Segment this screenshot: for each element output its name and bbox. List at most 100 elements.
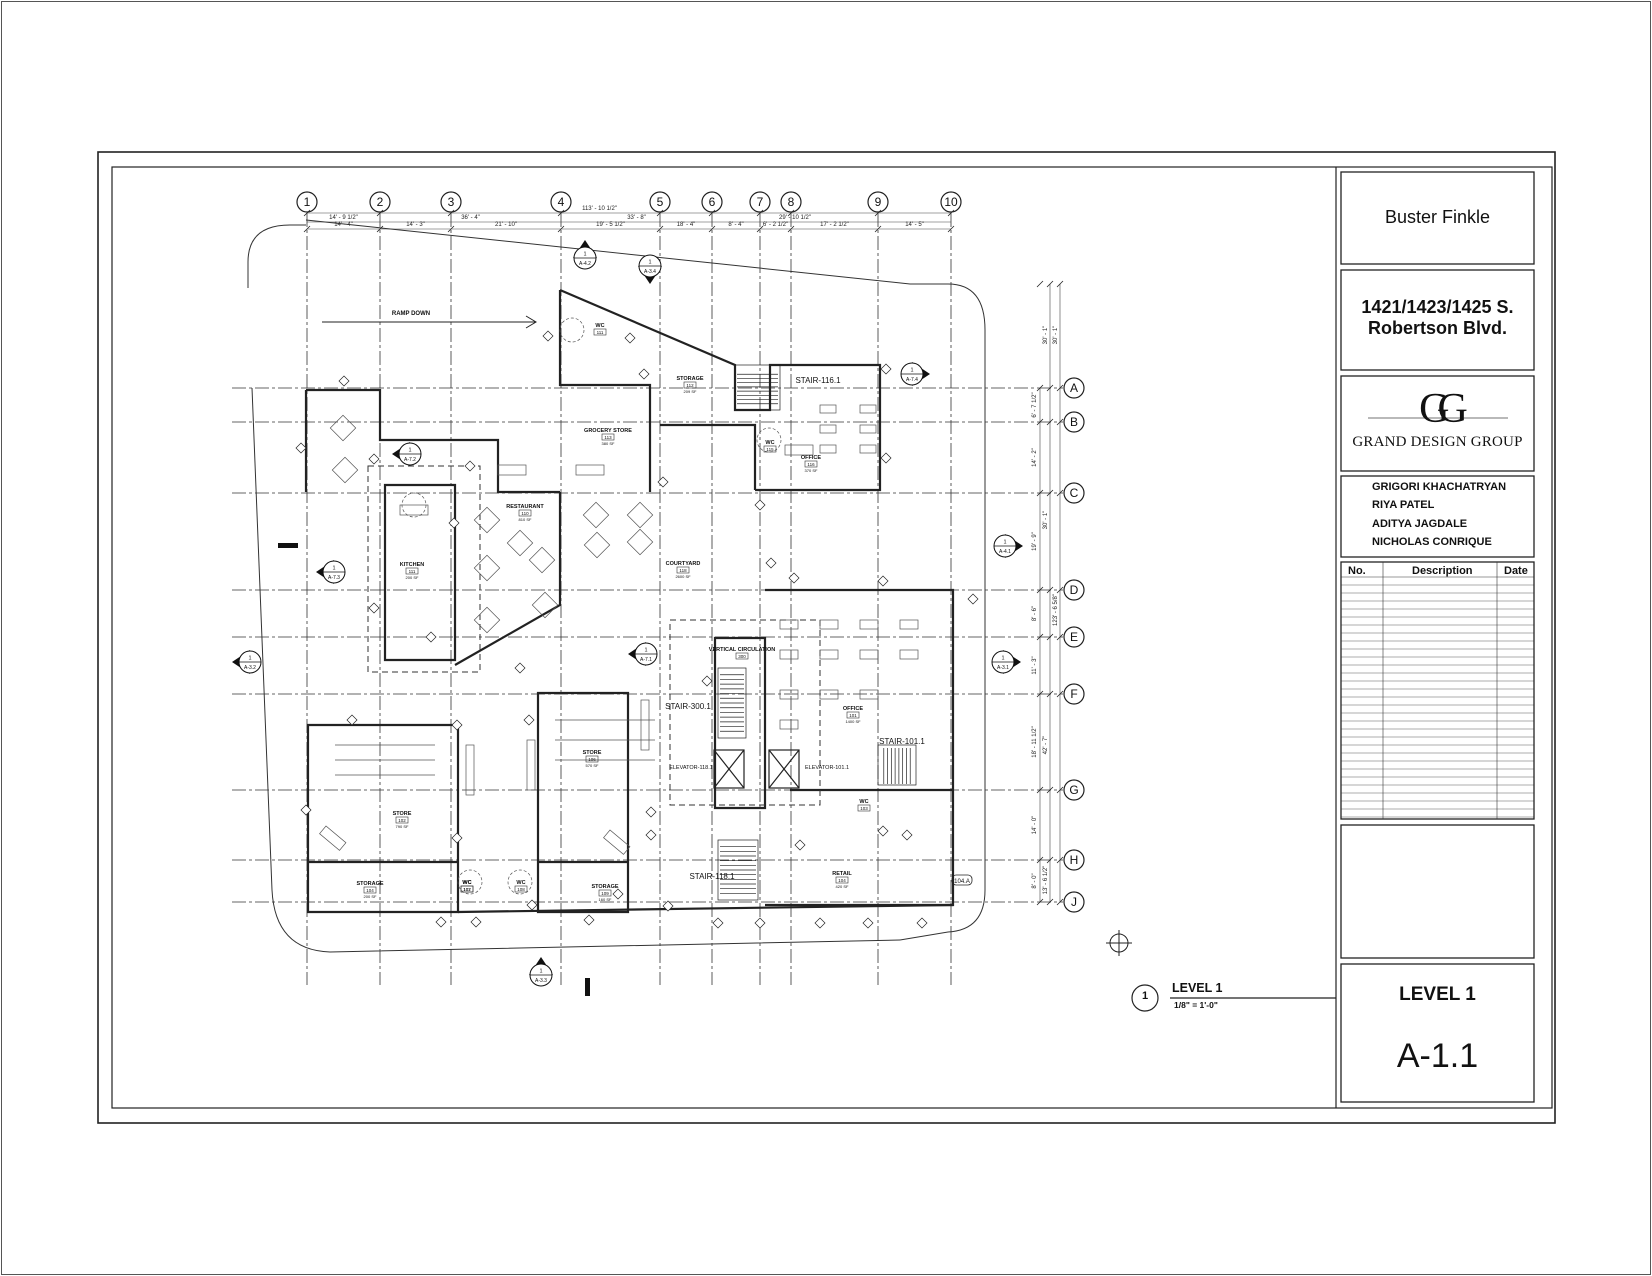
tag-diamond — [338, 375, 350, 387]
dimension-tick — [1046, 856, 1054, 864]
table — [473, 506, 501, 534]
dimension-tick — [1056, 786, 1064, 794]
room-name: STORAGE — [591, 884, 618, 890]
tag-diamond — [542, 330, 554, 342]
desk — [859, 649, 879, 660]
desk — [859, 404, 877, 414]
address-box — [1340, 269, 1535, 371]
dimension-tick — [874, 225, 882, 233]
room-number-box — [514, 885, 528, 893]
tag-diamond — [712, 917, 724, 929]
dimension-tick — [1036, 418, 1044, 426]
counter — [319, 825, 347, 851]
team-list: GRIGORI KHACHATRYAN RIYA PATEL ADITYA JA… — [1372, 478, 1506, 551]
team-member: GRIGORI KHACHATRYAN — [1372, 481, 1507, 493]
marker-number: 1 — [408, 448, 411, 454]
room-number: 116 — [807, 462, 815, 467]
grid-label: 2 — [377, 195, 384, 209]
room-number: 102 — [463, 887, 471, 892]
desk — [859, 424, 877, 434]
dimension-tick — [1046, 586, 1054, 594]
grid-bubble-A — [1063, 377, 1085, 399]
dimension-text: 21' - 10" — [495, 222, 517, 228]
grid-label: 4 — [558, 195, 565, 209]
site-boundary — [247, 219, 986, 953]
grid-label: B — [1070, 415, 1078, 429]
dimension-tick — [303, 209, 311, 217]
marker-sheet: A-3.3 — [535, 978, 547, 984]
room-number-box — [763, 445, 777, 453]
marker-number: 1 — [910, 368, 913, 374]
dimension-tick — [708, 209, 716, 217]
overhead-circulation — [669, 619, 821, 806]
marker-number: 1 — [644, 648, 647, 654]
elevator-label: ELEVATOR-101.1 — [805, 765, 849, 771]
room-name: GROCERY STORE — [584, 428, 632, 434]
room-name: WC — [462, 880, 471, 886]
grid-bubble-7 — [749, 191, 771, 213]
section-marker: 1A-3.3 — [529, 957, 553, 987]
tag-diamond — [523, 714, 535, 726]
room-area: 209 SF — [684, 389, 697, 394]
grid-bubble-4 — [550, 191, 572, 213]
room-name: WC — [595, 323, 604, 329]
property-line-nw — [247, 224, 306, 288]
dimension-text: 6' - 2 1/2" — [763, 222, 788, 228]
grid-label: 1 — [304, 195, 311, 209]
stair-101-box — [877, 744, 917, 786]
room-number: 300 — [738, 654, 746, 659]
dimension-layer: 113' - 10 1/2"14' - 9 1/2"36' - 4"33' - … — [303, 206, 1064, 906]
desk — [779, 619, 799, 630]
dimension-tick — [1056, 489, 1064, 497]
tag-diamond — [645, 806, 657, 818]
grid-bubble-8 — [780, 191, 802, 213]
grid-bubble-6 — [701, 191, 723, 213]
marker-sheet: A-7.3 — [328, 575, 340, 581]
grid-label: 10 — [944, 195, 958, 209]
counter — [497, 464, 527, 476]
dimension-tick — [447, 225, 455, 233]
dimension-text: 19' - 5 1/2" — [596, 222, 625, 228]
tag-diamond — [612, 888, 624, 900]
elevators — [713, 749, 800, 789]
dimension-text: 6' - 7 1/2" — [1032, 392, 1038, 417]
dimension-text: 30' - 1" — [1053, 326, 1059, 345]
dimension-tick — [874, 209, 882, 217]
desk — [819, 619, 839, 630]
dimension-text: 14' - 9 1/2" — [329, 215, 358, 221]
client-box — [1340, 171, 1535, 265]
tag-diamond — [701, 675, 713, 687]
room-number-box — [395, 816, 409, 824]
marker-sheet: A-7.1 — [640, 657, 652, 663]
tag-diamond — [448, 517, 460, 529]
dimension-tick — [1056, 418, 1064, 426]
room-number-box — [460, 885, 474, 893]
dimension-text: 11' - 3" — [1032, 656, 1038, 674]
room-number-box — [676, 566, 690, 574]
grid-label: 7 — [757, 195, 764, 209]
wall-store-106 — [536, 691, 630, 914]
tag-diamond — [862, 917, 874, 929]
door-swing — [756, 427, 782, 453]
room-name: STORAGE — [676, 376, 703, 382]
dimension-text: 8' - 0" — [1032, 873, 1038, 888]
room-number: 118 — [679, 568, 687, 573]
dimension-text: 8' - 6" — [1032, 606, 1038, 621]
marker-number: 1 — [332, 566, 335, 572]
grid-bubble-G — [1063, 779, 1085, 801]
table — [528, 546, 556, 574]
dimension-text: 18' - 11 1/2" — [1032, 726, 1038, 758]
room-area: 200 SF — [364, 894, 377, 899]
desk — [859, 689, 879, 700]
dimension-tick — [1046, 633, 1054, 641]
dimension-tick — [1036, 690, 1044, 698]
tag-diamond — [583, 914, 595, 926]
elevation-marker: 1A-7.3 — [316, 560, 346, 584]
room-area: 790 SF — [396, 824, 409, 829]
grid-bubble-H — [1063, 849, 1085, 871]
client-name: Buster Finkle — [1384, 207, 1491, 227]
dimension-tick — [1046, 786, 1054, 794]
room-name: RETAIL — [832, 871, 852, 877]
desk — [859, 444, 877, 454]
